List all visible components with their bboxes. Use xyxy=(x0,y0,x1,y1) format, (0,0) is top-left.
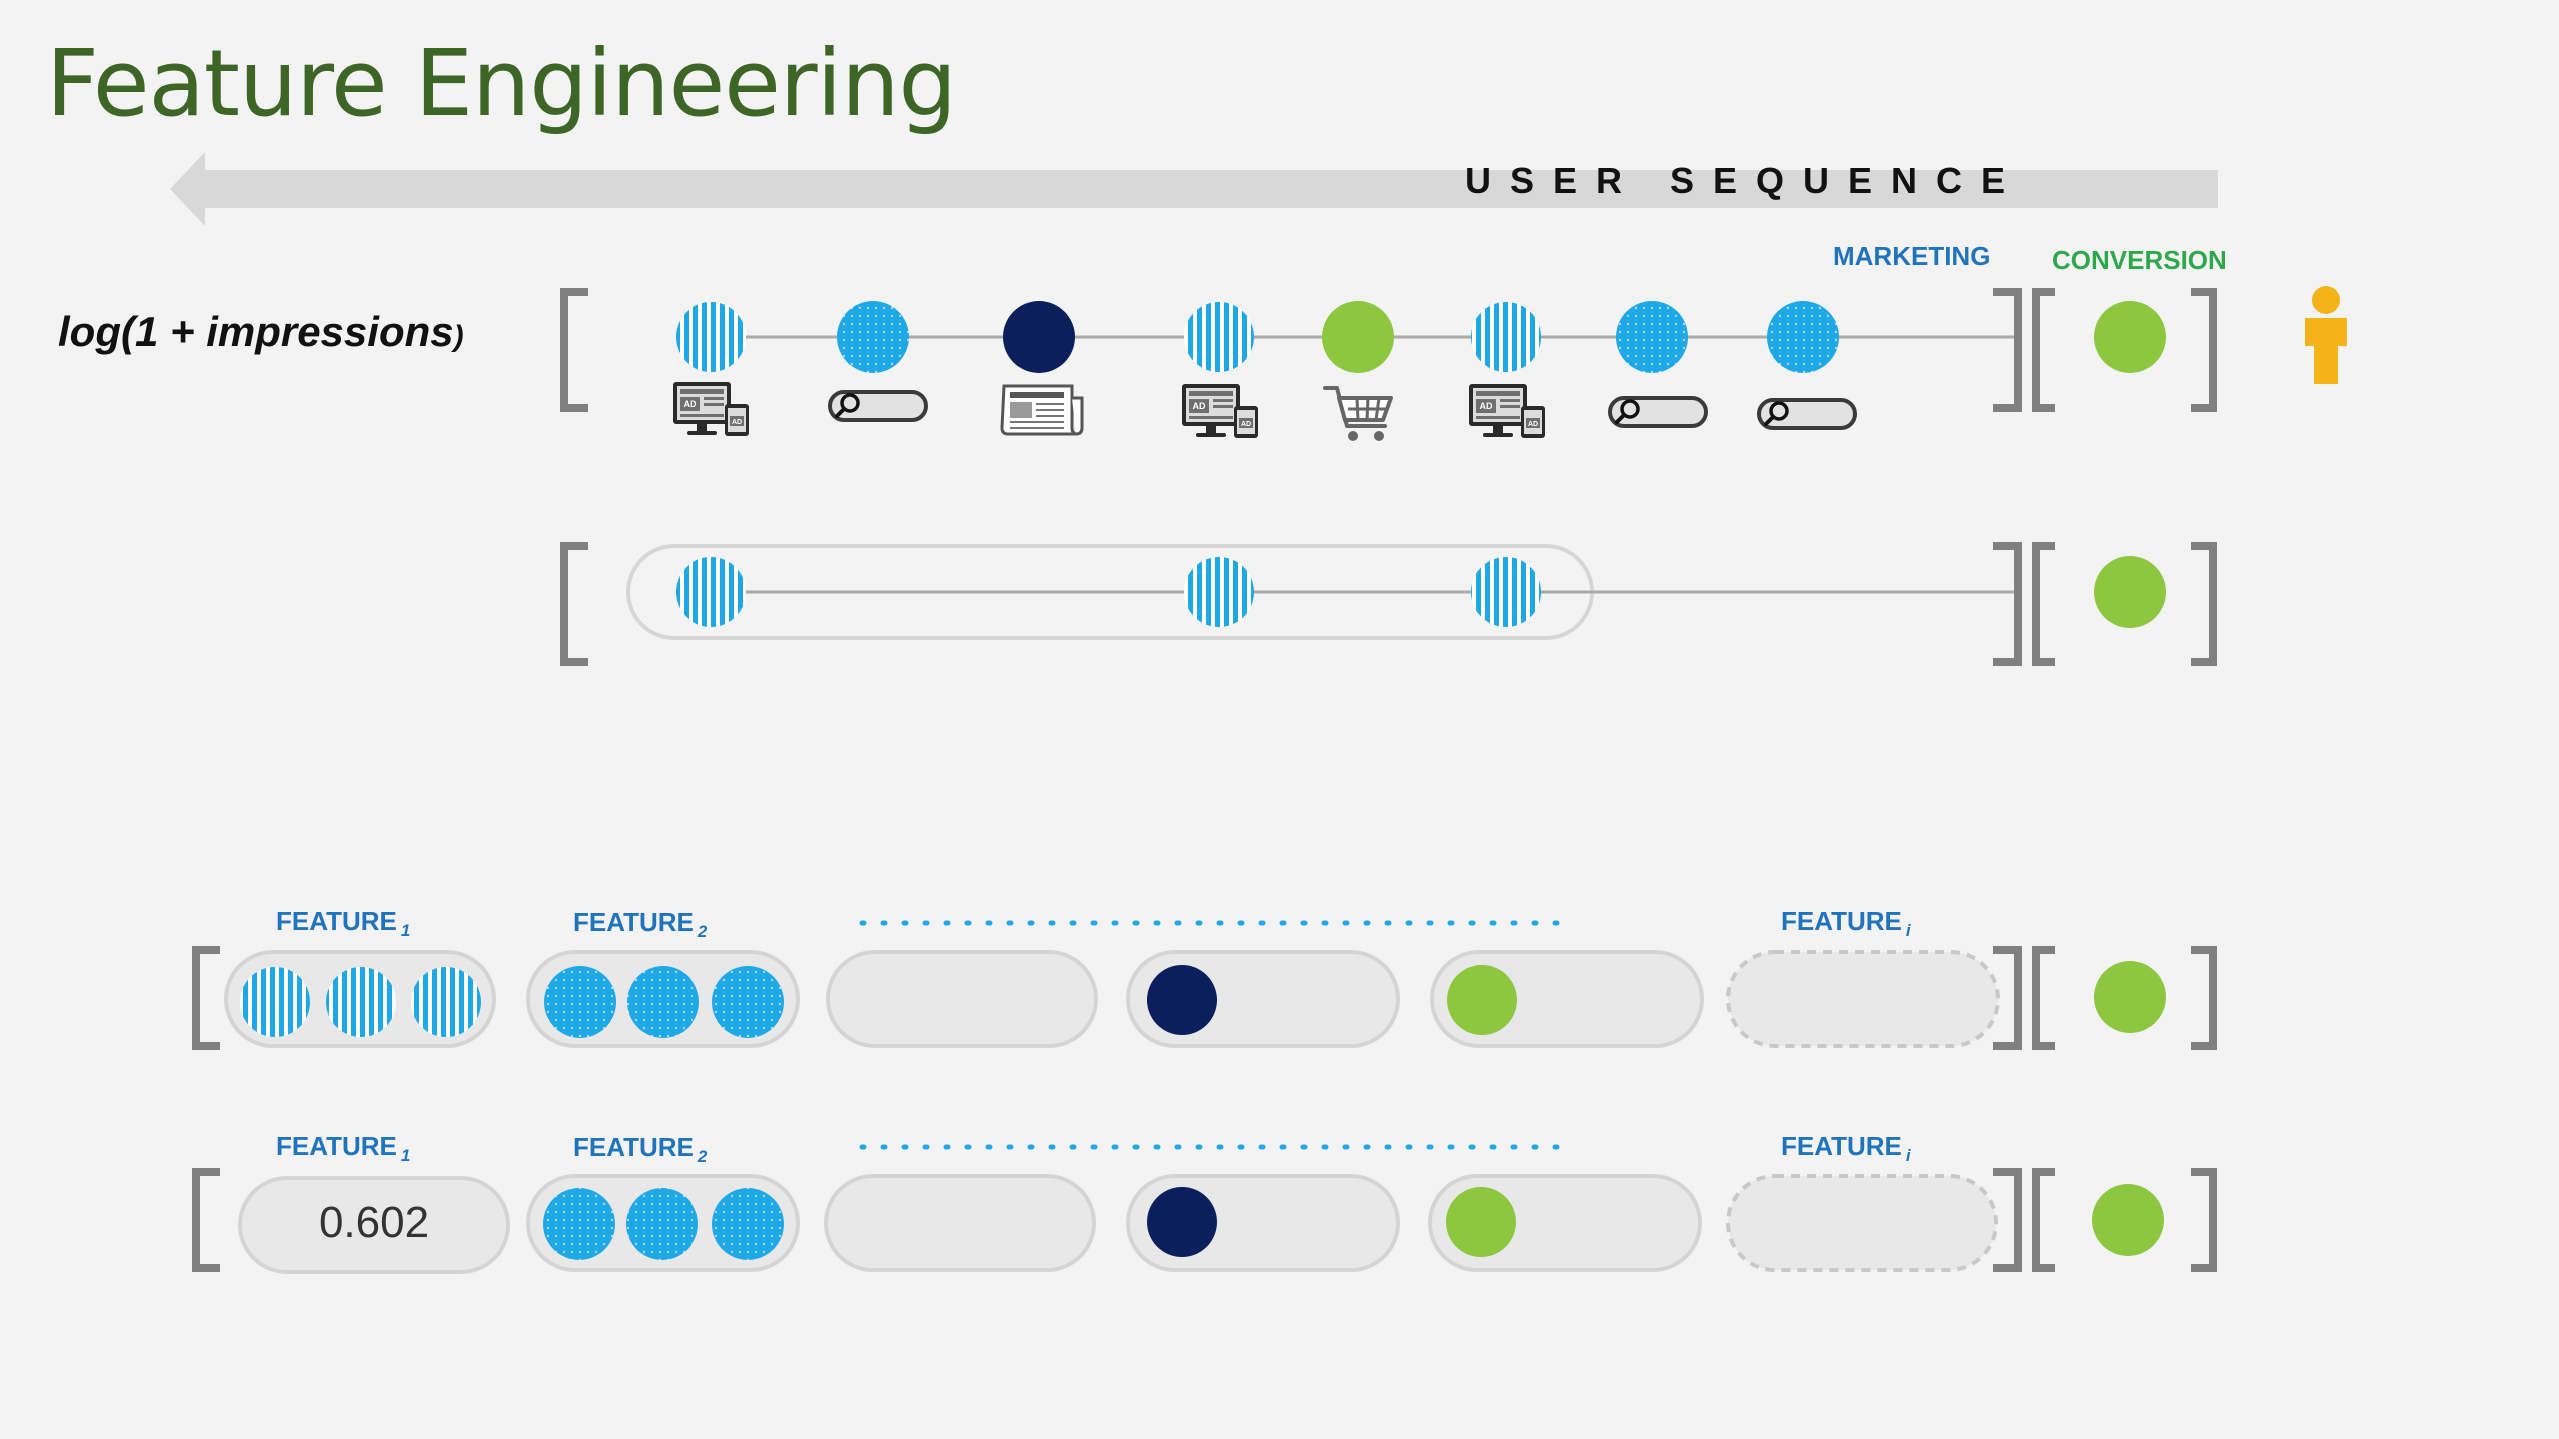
display-impression-circle xyxy=(1184,557,1254,627)
display-impression-circle xyxy=(240,967,310,1037)
shopping-cart-icon xyxy=(1323,386,1393,443)
feature-value-pill-1 xyxy=(238,1176,510,1274)
search-circle xyxy=(1767,301,1839,373)
search-circle xyxy=(627,966,699,1038)
display-ad-icon xyxy=(1469,384,1545,438)
search-circle xyxy=(626,1188,698,1260)
bracket-close-conv-row4 xyxy=(2191,1168,2217,1272)
user-sequence-arrow xyxy=(170,152,2218,226)
bracket-close-conv-row2 xyxy=(2191,542,2217,666)
bracket-open-conv-row4 xyxy=(2032,1168,2055,1272)
search-bar-icon xyxy=(1608,396,1708,428)
feature-pill-3 xyxy=(826,950,1098,1048)
bracket-open-row1 xyxy=(560,288,588,412)
feature-pill-i xyxy=(1726,950,2000,1048)
search-circle xyxy=(837,301,909,373)
search-circle xyxy=(543,1188,615,1260)
search-circle xyxy=(712,1188,784,1260)
formula-label: log(1 + impressions) xyxy=(58,308,464,356)
display-impression-circle xyxy=(1471,302,1541,372)
bracket-close-row1 xyxy=(1993,288,2022,412)
bracket-open-conv-row1 xyxy=(2032,288,2055,412)
display-ad-icon xyxy=(673,382,749,436)
feature-pill-3 xyxy=(824,1174,1096,1272)
conversion-circle xyxy=(2092,1184,2164,1256)
bracket-close-row3 xyxy=(1993,946,2022,1050)
formula-close: ) xyxy=(453,320,464,353)
conversion-circle xyxy=(2094,301,2166,373)
display-impression-circle xyxy=(1184,302,1254,372)
cart-circle xyxy=(1446,1187,1516,1257)
display-impression-circle xyxy=(676,557,746,627)
user-icon xyxy=(2305,286,2347,384)
display-impression-circle xyxy=(1471,557,1541,627)
conversion-circle xyxy=(2094,556,2166,628)
search-circle xyxy=(544,966,616,1038)
marketing-header: MARKETING xyxy=(1833,241,1991,271)
bracket-open-conv-row2 xyxy=(2032,542,2055,666)
display-impression-circle xyxy=(676,302,746,372)
page-title: Feature Engineering xyxy=(46,30,957,137)
conversion-circle xyxy=(2094,961,2166,1033)
search-bar-icon xyxy=(1757,398,1857,430)
bracket-close-conv-row1 xyxy=(2191,288,2217,412)
display-ad-icon xyxy=(1182,384,1258,438)
bracket-open-conv-row3 xyxy=(2032,946,2055,1050)
print-circle xyxy=(1003,301,1075,373)
search-circle xyxy=(712,966,784,1038)
bracket-open-row4 xyxy=(192,1168,220,1272)
cart-circle xyxy=(1447,965,1517,1035)
bracket-close-conv-row3 xyxy=(2191,946,2217,1050)
feature-pill-i xyxy=(1726,1174,1998,1272)
print-circle xyxy=(1147,1187,1217,1257)
display-impression-circle xyxy=(411,967,481,1037)
user-sequence-label: USER SEQUENCE xyxy=(1465,160,2025,201)
bracket-close-row4 xyxy=(1993,1168,2022,1272)
search-bar-icon xyxy=(828,390,928,422)
newspaper-icon xyxy=(1000,384,1084,436)
bracket-close-row2 xyxy=(1993,542,2022,666)
bracket-open-row3 xyxy=(192,946,220,1050)
cart-circle xyxy=(1322,301,1394,373)
feature-value: 0.602 xyxy=(318,1198,430,1247)
display-impression-circle xyxy=(326,967,396,1037)
formula-main: log(1 + impressions xyxy=(58,308,454,355)
search-circle xyxy=(1616,301,1688,373)
bracket-open-row2 xyxy=(560,542,588,666)
print-circle xyxy=(1147,965,1217,1035)
conversion-header: CONVERSION xyxy=(2052,245,2227,275)
